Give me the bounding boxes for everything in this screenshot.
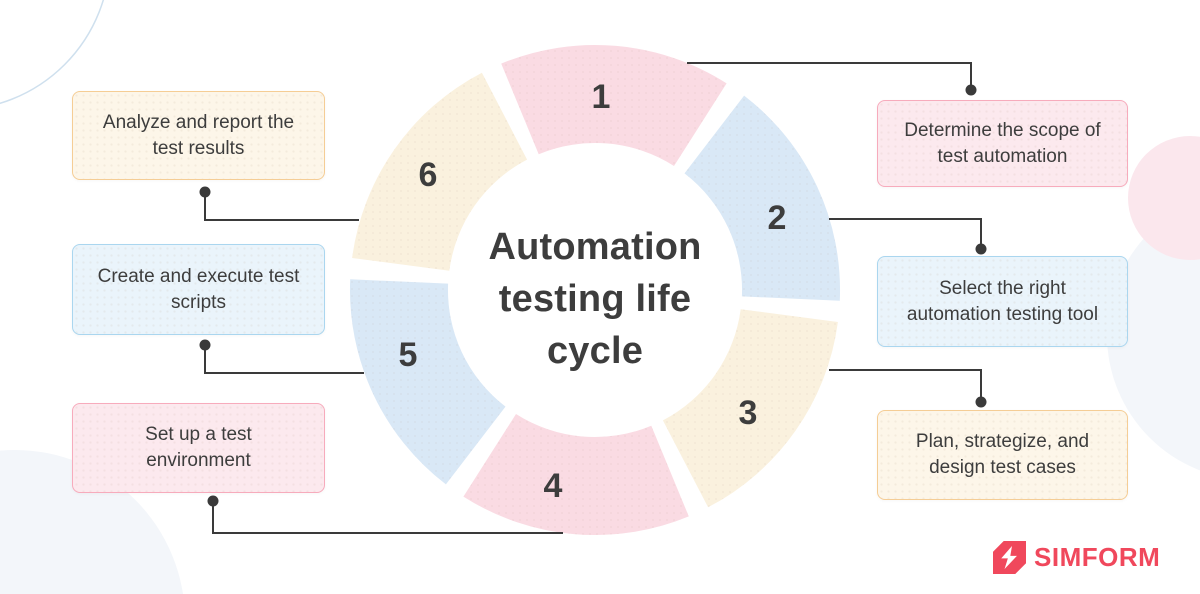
connector-dot-step-3 bbox=[975, 396, 987, 408]
donut-segment-texture-6 bbox=[352, 72, 528, 271]
simform-logo-icon bbox=[993, 541, 1026, 574]
step-box-2-label: Select the right automation testing tool bbox=[906, 277, 1099, 325]
donut-segment-texture-2 bbox=[684, 95, 841, 301]
segment-number-6: 6 bbox=[419, 156, 438, 194]
diagram-title-line-3: cycle bbox=[546, 330, 644, 372]
bg-blob-bottom-left bbox=[0, 450, 183, 594]
segment-number-3: 3 bbox=[739, 394, 758, 432]
connector-dot-step-5 bbox=[199, 339, 211, 351]
connector-dot-step-1 bbox=[965, 84, 977, 96]
step-box-1: Determine the scope of test automation bbox=[877, 100, 1128, 187]
life-cycle-donut: 1 2 3 4 5 6 bbox=[349, 44, 841, 536]
connector-step-4 bbox=[212, 501, 563, 534]
connector-dot-step-2 bbox=[975, 243, 987, 255]
donut-segment-texture-4 bbox=[463, 414, 689, 536]
step-box-3-label: Plan, strategize, and design test cases bbox=[915, 431, 1090, 478]
bg-blob-pink-right bbox=[1128, 136, 1200, 260]
step-box-6: Analyze and report the test results bbox=[72, 91, 325, 180]
step-box-2: Select the right automation testing tool bbox=[877, 256, 1128, 347]
step-box-6-label: Analyze and report the test results bbox=[102, 111, 295, 159]
connector-step-5 bbox=[204, 345, 364, 374]
step-box-5: Create and execute test scripts bbox=[72, 244, 325, 335]
step-box-5-label: Create and execute test scripts bbox=[97, 265, 300, 313]
connector-step-1 bbox=[687, 62, 972, 90]
segment-number-2: 2 bbox=[768, 199, 787, 237]
step-box-3: Plan, strategize, and design test cases bbox=[877, 410, 1128, 500]
step-box-4-label: Set up a test environment bbox=[145, 424, 252, 471]
diagram-title-line-1: Automation bbox=[488, 226, 702, 268]
donut-segment-texture-5 bbox=[349, 279, 506, 485]
connector-dot-step-6 bbox=[199, 186, 211, 198]
diagram-title-line-2: testing life bbox=[498, 278, 692, 320]
segment-number-1: 1 bbox=[592, 78, 611, 116]
simform-logo-text: SIMFORM bbox=[1034, 542, 1161, 572]
segment-number-4: 4 bbox=[544, 467, 563, 505]
donut-segment-texture-3 bbox=[662, 309, 838, 508]
connector-step-3 bbox=[829, 369, 982, 402]
step-box-4: Set up a test environment bbox=[72, 403, 325, 493]
connectors bbox=[199, 62, 987, 534]
connector-dot-step-4 bbox=[207, 495, 219, 507]
connector-step-6 bbox=[204, 192, 359, 221]
segment-number-5: 5 bbox=[399, 336, 418, 374]
simform-logo: SIMFORM bbox=[993, 541, 1160, 574]
connector-step-2 bbox=[829, 218, 982, 249]
diagram-title: Automation testing life cycle bbox=[445, 221, 745, 377]
bg-blob-right bbox=[1107, 199, 1200, 471]
donut-segment-texture-1 bbox=[501, 44, 727, 166]
step-box-1-label: Determine the scope of test automation bbox=[904, 119, 1101, 167]
